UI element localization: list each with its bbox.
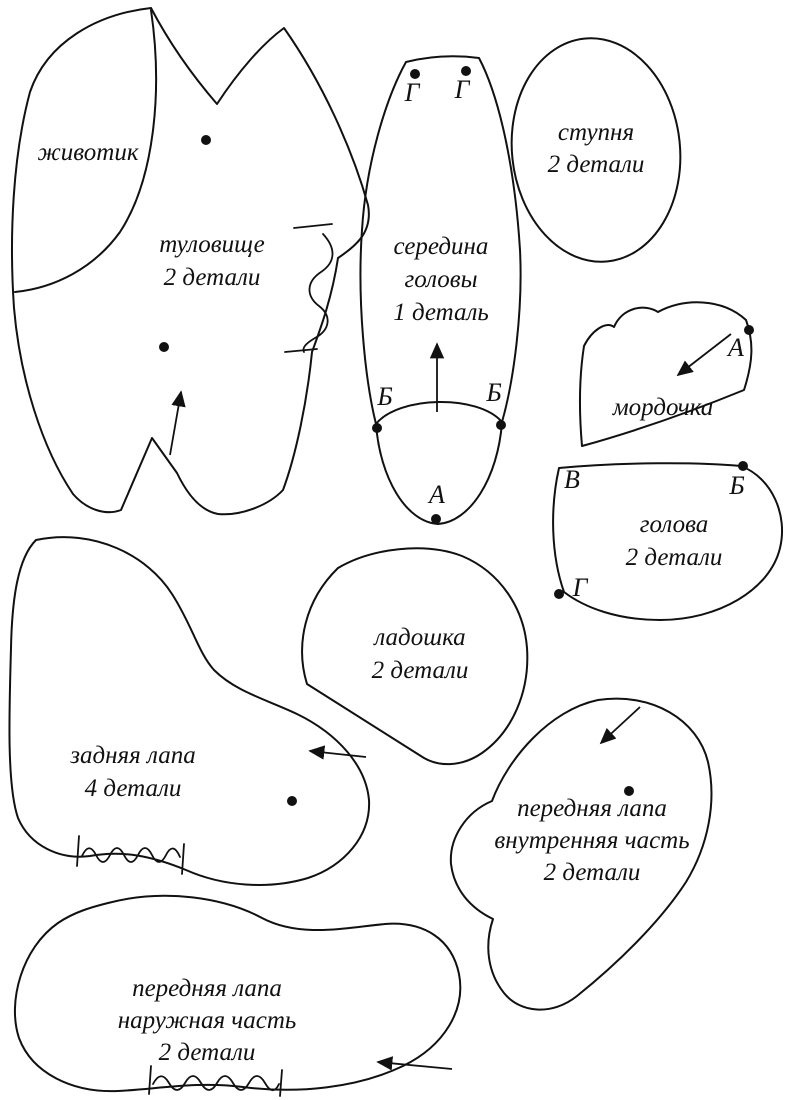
foot-outline [510,37,682,263]
body-label-name: туловище [159,231,265,258]
piece-body: животик туловище 2 детали [10,7,370,516]
tummy-label: животик [37,139,138,166]
front-paw-inner-label-name: передняя лапа [517,795,667,822]
front-paw-inner-match-dot [624,786,634,796]
back-paw-grain-arrow [308,745,367,760]
front-paw-inner-label-part: внутренняя часть [494,827,689,854]
muzzle-grain-arrow [676,333,732,377]
head-side-letter-g: Г [572,573,589,602]
palm-label-count: 2 детали [372,657,469,684]
piece-palm: ладошка 2 детали [301,547,529,766]
head-middle-dot-a [431,514,441,524]
front-paw-inner-label-count: 2 детали [544,859,641,886]
front-paw-outer-grain-arrow [376,1056,453,1071]
foot-label-count: 2 детали [548,151,645,178]
head-middle-letter-b-right: Б [485,378,501,407]
body-tummy-seam-line [14,9,157,293]
head-side-dot-g [554,589,564,599]
body-match-dot-lower [159,342,169,352]
muzzle-dot-a [744,325,754,335]
back-paw-gather-tick-left [76,835,80,867]
piece-front-paw-outer: передняя лапа наружная часть 2 детали [13,894,462,1097]
body-gather-tick-bottom [284,348,318,353]
head-side-label-count: 2 детали [626,544,723,571]
head-middle-chin-seam [375,401,503,425]
head-middle-letter-g-left: Г [404,78,421,107]
head-side-letter-v: В [564,465,580,494]
head-middle-dot-g-right [461,66,471,76]
head-side-letter-b: Б [728,471,744,500]
back-paw-label-count: 4 детали [85,775,182,802]
piece-muzzle: А мордочка [578,301,754,447]
front-paw-inner-outline [449,697,713,1011]
back-paw-gather-mark [81,847,181,863]
piece-back-paw: задняя лапа 4 детали [8,536,371,886]
front-paw-outer-gather-mark [152,1075,280,1092]
head-middle-dot-b-right [496,420,506,430]
head-middle-dot-b-left [372,423,382,433]
body-grain-arrow [169,390,186,456]
muzzle-outline [578,301,753,447]
front-paw-outer-outline [13,894,462,1093]
front-paw-outer-gather-tick-left [148,1065,152,1095]
body-gather-mark [302,233,334,353]
muzzle-letter-a: А [726,333,744,362]
piece-foot: ступня 2 детали [510,37,682,263]
front-paw-inner-grain-arrow [599,706,641,745]
head-side-label-name: голова [640,511,709,538]
head-middle-label-line1: середина [394,233,489,260]
piece-head-side: В Б Г голова 2 детали [552,461,784,621]
head-middle-label-count: 1 деталь [393,299,489,326]
front-paw-outer-label-part: наружная часть [118,1007,297,1034]
head-middle-dot-g-left [410,69,420,79]
back-paw-gather-tick-right [181,843,185,875]
head-middle-letter-a: А [427,480,445,509]
palm-label-name: ладошка [372,624,465,651]
body-label-count: 2 детали [164,264,261,291]
head-middle-letter-b-left: Б [376,382,392,411]
palm-outline [301,547,529,766]
front-paw-outer-label-count: 2 детали [159,1039,256,1066]
back-paw-label-name: задняя лапа [69,742,196,769]
front-paw-outer-gather-tick-right [279,1069,283,1097]
back-paw-match-dot [287,796,297,806]
head-side-outline [552,462,784,621]
head-middle-outline [359,55,522,525]
body-gather-tick-top [293,223,333,229]
head-middle-label-line2: головы [404,266,477,293]
muzzle-label: мордочка [612,394,714,421]
head-middle-letter-g-right: Г [454,75,471,104]
front-paw-outer-label-name: передняя лапа [132,975,282,1002]
piece-head-middle: Г Г Б Б А середина головы 1 деталь [359,55,522,525]
foot-label-name: ступня [558,119,634,146]
head-side-dot-b [738,461,748,471]
piece-front-paw-inner: передняя лапа внутренняя часть 2 детали [449,697,713,1011]
body-match-dot-upper [201,135,211,145]
body-outline [10,7,370,516]
back-paw-outline [8,536,371,886]
